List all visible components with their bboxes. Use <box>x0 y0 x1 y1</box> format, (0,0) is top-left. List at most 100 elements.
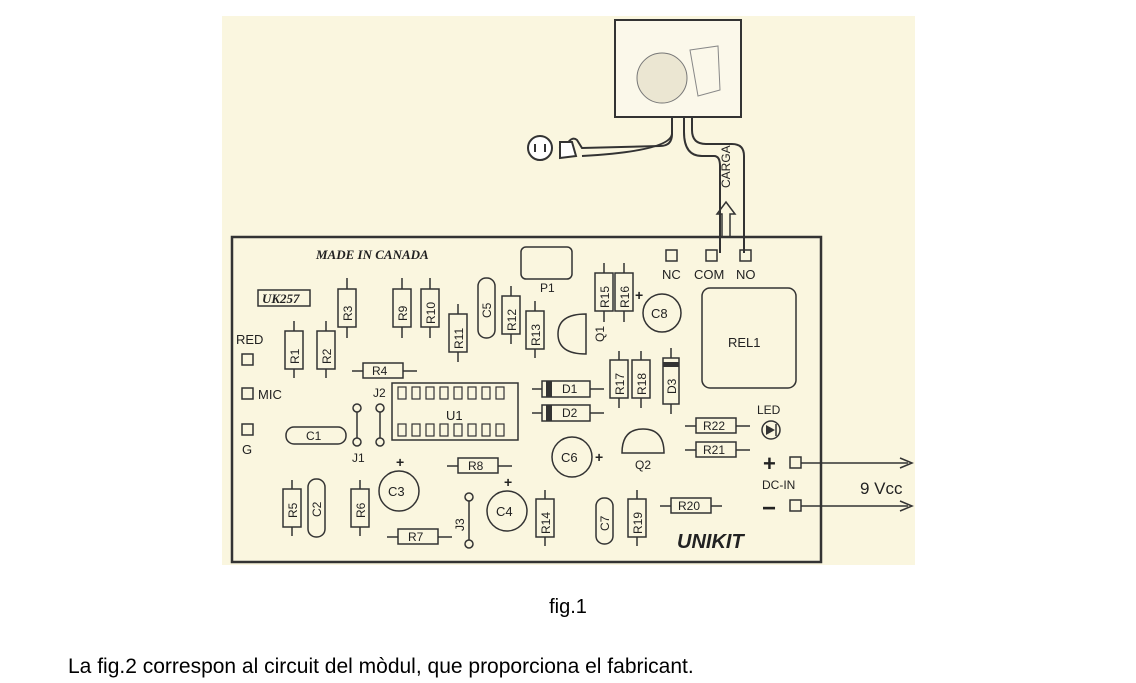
r5-label: R5 <box>286 502 300 518</box>
r20-label: R20 <box>678 499 700 513</box>
dc-minus-sign: − <box>762 495 776 522</box>
r14-label: R14 <box>539 512 553 534</box>
c8-plus: + <box>635 287 643 303</box>
r4-label: R4 <box>372 364 388 378</box>
model-label: UK257 <box>262 291 300 306</box>
ic-u1 <box>391 382 519 441</box>
c4-label: C4 <box>496 504 513 519</box>
polarity-marks: + + + + <box>396 287 643 490</box>
r2-label: R2 <box>320 348 334 364</box>
supply-label: 9 Vcc <box>860 479 903 498</box>
electrolytic-capacitors <box>378 293 682 532</box>
made-in-label: MADE IN CANADA <box>315 247 429 262</box>
terminal-mic <box>241 387 254 400</box>
body-paragraph: La fig.2 correspon al circuit del mòdul,… <box>68 655 694 678</box>
j1-label: J1 <box>352 451 365 465</box>
c2-label: C2 <box>310 501 324 517</box>
r19-label: R19 <box>631 512 645 534</box>
d3-band <box>663 362 679 367</box>
terminal-no-label: NO <box>736 267 756 282</box>
lamp-fixture-icon <box>689 45 721 97</box>
terminal-com-label: COM <box>694 267 724 282</box>
terminal-mic-label: MIC <box>258 387 282 402</box>
supply-plus-arrow-icon <box>899 457 914 469</box>
r6-label: R6 <box>354 502 368 518</box>
terminal-com <box>705 249 718 262</box>
r13-label: R13 <box>529 324 543 346</box>
c4-plus: + <box>504 474 512 490</box>
d2-band <box>546 405 552 421</box>
supply-minus-arrow-icon <box>899 500 914 512</box>
r12-label: R12 <box>505 309 519 331</box>
d1-band <box>546 381 552 397</box>
film-capacitors <box>285 277 614 545</box>
vertical-resistor-labels: R1 R2 R3 R9 R10 R11 R12 R13 R15 R16 R17 … <box>286 286 649 534</box>
d1-label: D1 <box>562 382 578 396</box>
plug-icon <box>559 141 578 160</box>
c3-plus: + <box>396 454 404 470</box>
q2-label: Q2 <box>635 458 651 472</box>
led-icon <box>761 420 781 440</box>
r11-label: R11 <box>452 328 466 349</box>
c6-plus: + <box>595 449 603 465</box>
dc-minus-terminal <box>789 499 802 512</box>
electrolytic-capacitor-labels: C3 C4 C6 C8 <box>388 306 668 519</box>
r7-label: R7 <box>408 530 424 544</box>
r9-label: R9 <box>396 305 410 321</box>
d2-label: D2 <box>562 406 578 420</box>
r17-label: R17 <box>613 373 627 395</box>
terminal-nc-label: NC <box>662 267 681 282</box>
horizontal-resistors <box>352 362 750 545</box>
film-capacitor-labels: C1 C2 C5 C7 <box>306 302 612 531</box>
transistor-q2 <box>621 428 665 454</box>
r22-label: R22 <box>703 419 725 433</box>
terminal-g-label: G <box>242 442 252 457</box>
transistor-q1 <box>557 313 587 355</box>
figure-caption: fig.1 <box>549 596 587 618</box>
r1-label: R1 <box>288 348 302 364</box>
terminal-nc <box>665 249 678 262</box>
c6-label: C6 <box>561 450 578 465</box>
c8-label: C8 <box>651 306 668 321</box>
jumpers <box>352 403 474 549</box>
circuit-figure: CARGA MADE IN CANADA UK257 UNIKIT NC COM… <box>222 16 915 565</box>
p1-label: P1 <box>540 281 555 295</box>
r18-label: R18 <box>635 373 649 395</box>
lamp-icon <box>636 52 688 104</box>
load-arrow-icon <box>715 200 737 238</box>
r3-label: R3 <box>341 305 355 321</box>
r8-label: R8 <box>468 459 484 473</box>
led-label: LED <box>757 403 781 417</box>
jumper-labels: J1 J2 J3 <box>352 386 467 531</box>
u1-label: U1 <box>446 408 463 423</box>
c1-label: C1 <box>306 429 322 443</box>
socket-icon <box>527 135 553 161</box>
pcb-diagram: CARGA MADE IN CANADA UK257 UNIKIT NC COM… <box>230 19 914 564</box>
pcb-board <box>230 235 823 564</box>
c5-label: C5 <box>480 302 494 318</box>
ic-pins <box>397 386 505 437</box>
dc-plus-terminal <box>789 456 802 469</box>
r15-label: R15 <box>598 286 612 308</box>
c3-label: C3 <box>388 484 405 499</box>
diode-labels: D1 D2 D3 <box>562 378 679 420</box>
rel1-label: REL1 <box>728 335 761 350</box>
terminal-red-label: RED <box>236 332 263 347</box>
terminal-no <box>739 249 752 262</box>
d3-label: D3 <box>665 378 679 394</box>
j2-label: J2 <box>373 386 386 400</box>
dc-in-label: DC-IN <box>762 478 795 492</box>
diodes <box>532 348 680 422</box>
r10-label: R10 <box>424 302 438 324</box>
j3-label: J3 <box>453 518 467 531</box>
potentiometer-p1 <box>520 246 573 280</box>
relay-rel1 <box>701 287 797 389</box>
terminal-red <box>241 353 254 366</box>
c7-label: C7 <box>598 515 612 531</box>
horizontal-resistor-labels: R4 R8 R7 R20 R22 R21 <box>372 364 725 544</box>
r16-label: R16 <box>618 286 632 308</box>
dc-plus-sign: + <box>763 451 776 476</box>
brand-label: UNIKIT <box>677 531 745 553</box>
vertical-resistors <box>282 263 651 546</box>
terminal-g <box>241 423 254 436</box>
